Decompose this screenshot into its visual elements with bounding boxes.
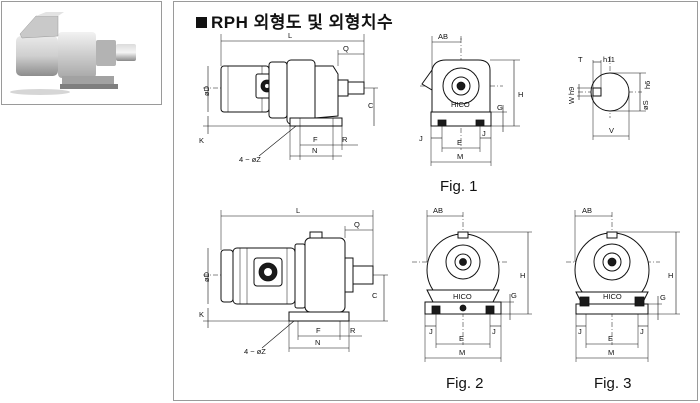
fig1-front-view: HICO	[420, 38, 503, 150]
fig3-caption: Fig. 3	[594, 375, 632, 392]
fig3-dim-H: H	[668, 271, 673, 280]
fig1-dim-J-right: J	[482, 129, 486, 138]
fig2-dim-F: F	[316, 326, 321, 335]
shaft-dim-h6: h6	[643, 81, 652, 89]
bullet-square-icon	[196, 17, 207, 28]
fig1-front-dimensions: AB H G E M J J	[419, 32, 523, 166]
fig2-dim-E: E	[459, 334, 464, 343]
fig1-dim-J-left: J	[419, 134, 423, 143]
fig1-dim-E: E	[457, 138, 462, 147]
fig2-dim-Z: 4 − øZ	[244, 347, 266, 356]
fig1-dim-C: C	[368, 101, 374, 110]
dimension-drawing-frame	[173, 1, 698, 401]
fig1-dim-D: øD	[202, 85, 211, 96]
fig2-front-view: HICO	[412, 212, 508, 345]
fig3-dim-G: G	[660, 293, 666, 302]
shaft-dim-W: W	[567, 96, 576, 104]
fig2-dim-K: K	[199, 310, 204, 319]
fig1-dim-Q: Q	[343, 44, 349, 53]
fig1-dim-G: G	[497, 103, 503, 112]
fig3-dim-AB: AB	[582, 206, 592, 215]
page-title-text: RPH 외형도 및 외형치수	[211, 13, 394, 32]
fig2-dim-C: C	[372, 291, 378, 300]
fig3-front-view: HICO	[566, 212, 660, 345]
fig2-dim-G: G	[511, 291, 517, 300]
fig1-dim-Z: 4 − øZ	[239, 155, 261, 164]
gear-motor-photo	[10, 12, 136, 95]
fig2-dim-M: M	[459, 348, 465, 357]
fig3-nameplate: HICO	[603, 292, 622, 301]
fig2-dim-J-left: J	[429, 327, 433, 336]
fig1-dim-AB: AB	[438, 32, 448, 41]
fig2-nameplate: HICO	[453, 292, 472, 301]
fig2-dim-N: N	[315, 338, 320, 347]
fig1-dim-K: K	[199, 136, 204, 145]
fig1-dim-F: F	[313, 135, 318, 144]
shaft-dim-T: T	[578, 55, 583, 64]
shaft-section-detail: T h11 W h9 øS h6 V	[567, 55, 652, 140]
fig3-front-dimensions: AB H G E M J J	[574, 206, 680, 362]
fig2-dim-J-right: J	[492, 327, 496, 336]
fig1-caption: Fig. 1	[440, 178, 478, 195]
shaft-dim-h9: h9	[567, 87, 576, 95]
fig1-dim-N: N	[312, 146, 317, 155]
shaft-dim-h11: h11	[603, 55, 615, 64]
fig1-dim-L: L	[288, 31, 292, 40]
product-photo-frame	[1, 1, 162, 105]
fig1-side-dimensions: L Q øD K C F N R 4 − øZ	[199, 31, 378, 164]
fig3-dim-E: E	[608, 334, 613, 343]
shaft-dim-S: øS	[641, 100, 650, 110]
fig3-dim-J-right: J	[640, 327, 644, 336]
fig2-caption: Fig. 2	[446, 375, 484, 392]
fig1-dim-H: H	[518, 90, 523, 99]
fig2-side-dimensions: L Q øD K C F N R 4 − øZ	[199, 206, 388, 356]
shaft-dim-V: V	[609, 126, 614, 135]
fig3-dim-J-left: J	[578, 327, 582, 336]
fig2-side-view	[203, 231, 376, 322]
fig2-dim-L: L	[296, 206, 300, 215]
fig2-dim-R: R	[350, 326, 356, 335]
fig2-dim-AB: AB	[433, 206, 443, 215]
fig1-dim-R: R	[342, 135, 348, 144]
fig2-dim-Q: Q	[354, 220, 360, 229]
fig1-side-view	[203, 59, 366, 127]
fig3-dim-M: M	[608, 348, 614, 357]
fig2-dim-D: øD	[202, 271, 211, 282]
fig2-front-dimensions: AB H G E M J J	[424, 206, 532, 362]
fig1-nameplate: HICO	[451, 100, 470, 109]
fig2-dim-H: H	[520, 271, 525, 280]
fig1-dim-M: M	[457, 152, 463, 161]
page-title: RPH 외형도 및 외형치수	[196, 8, 393, 33]
